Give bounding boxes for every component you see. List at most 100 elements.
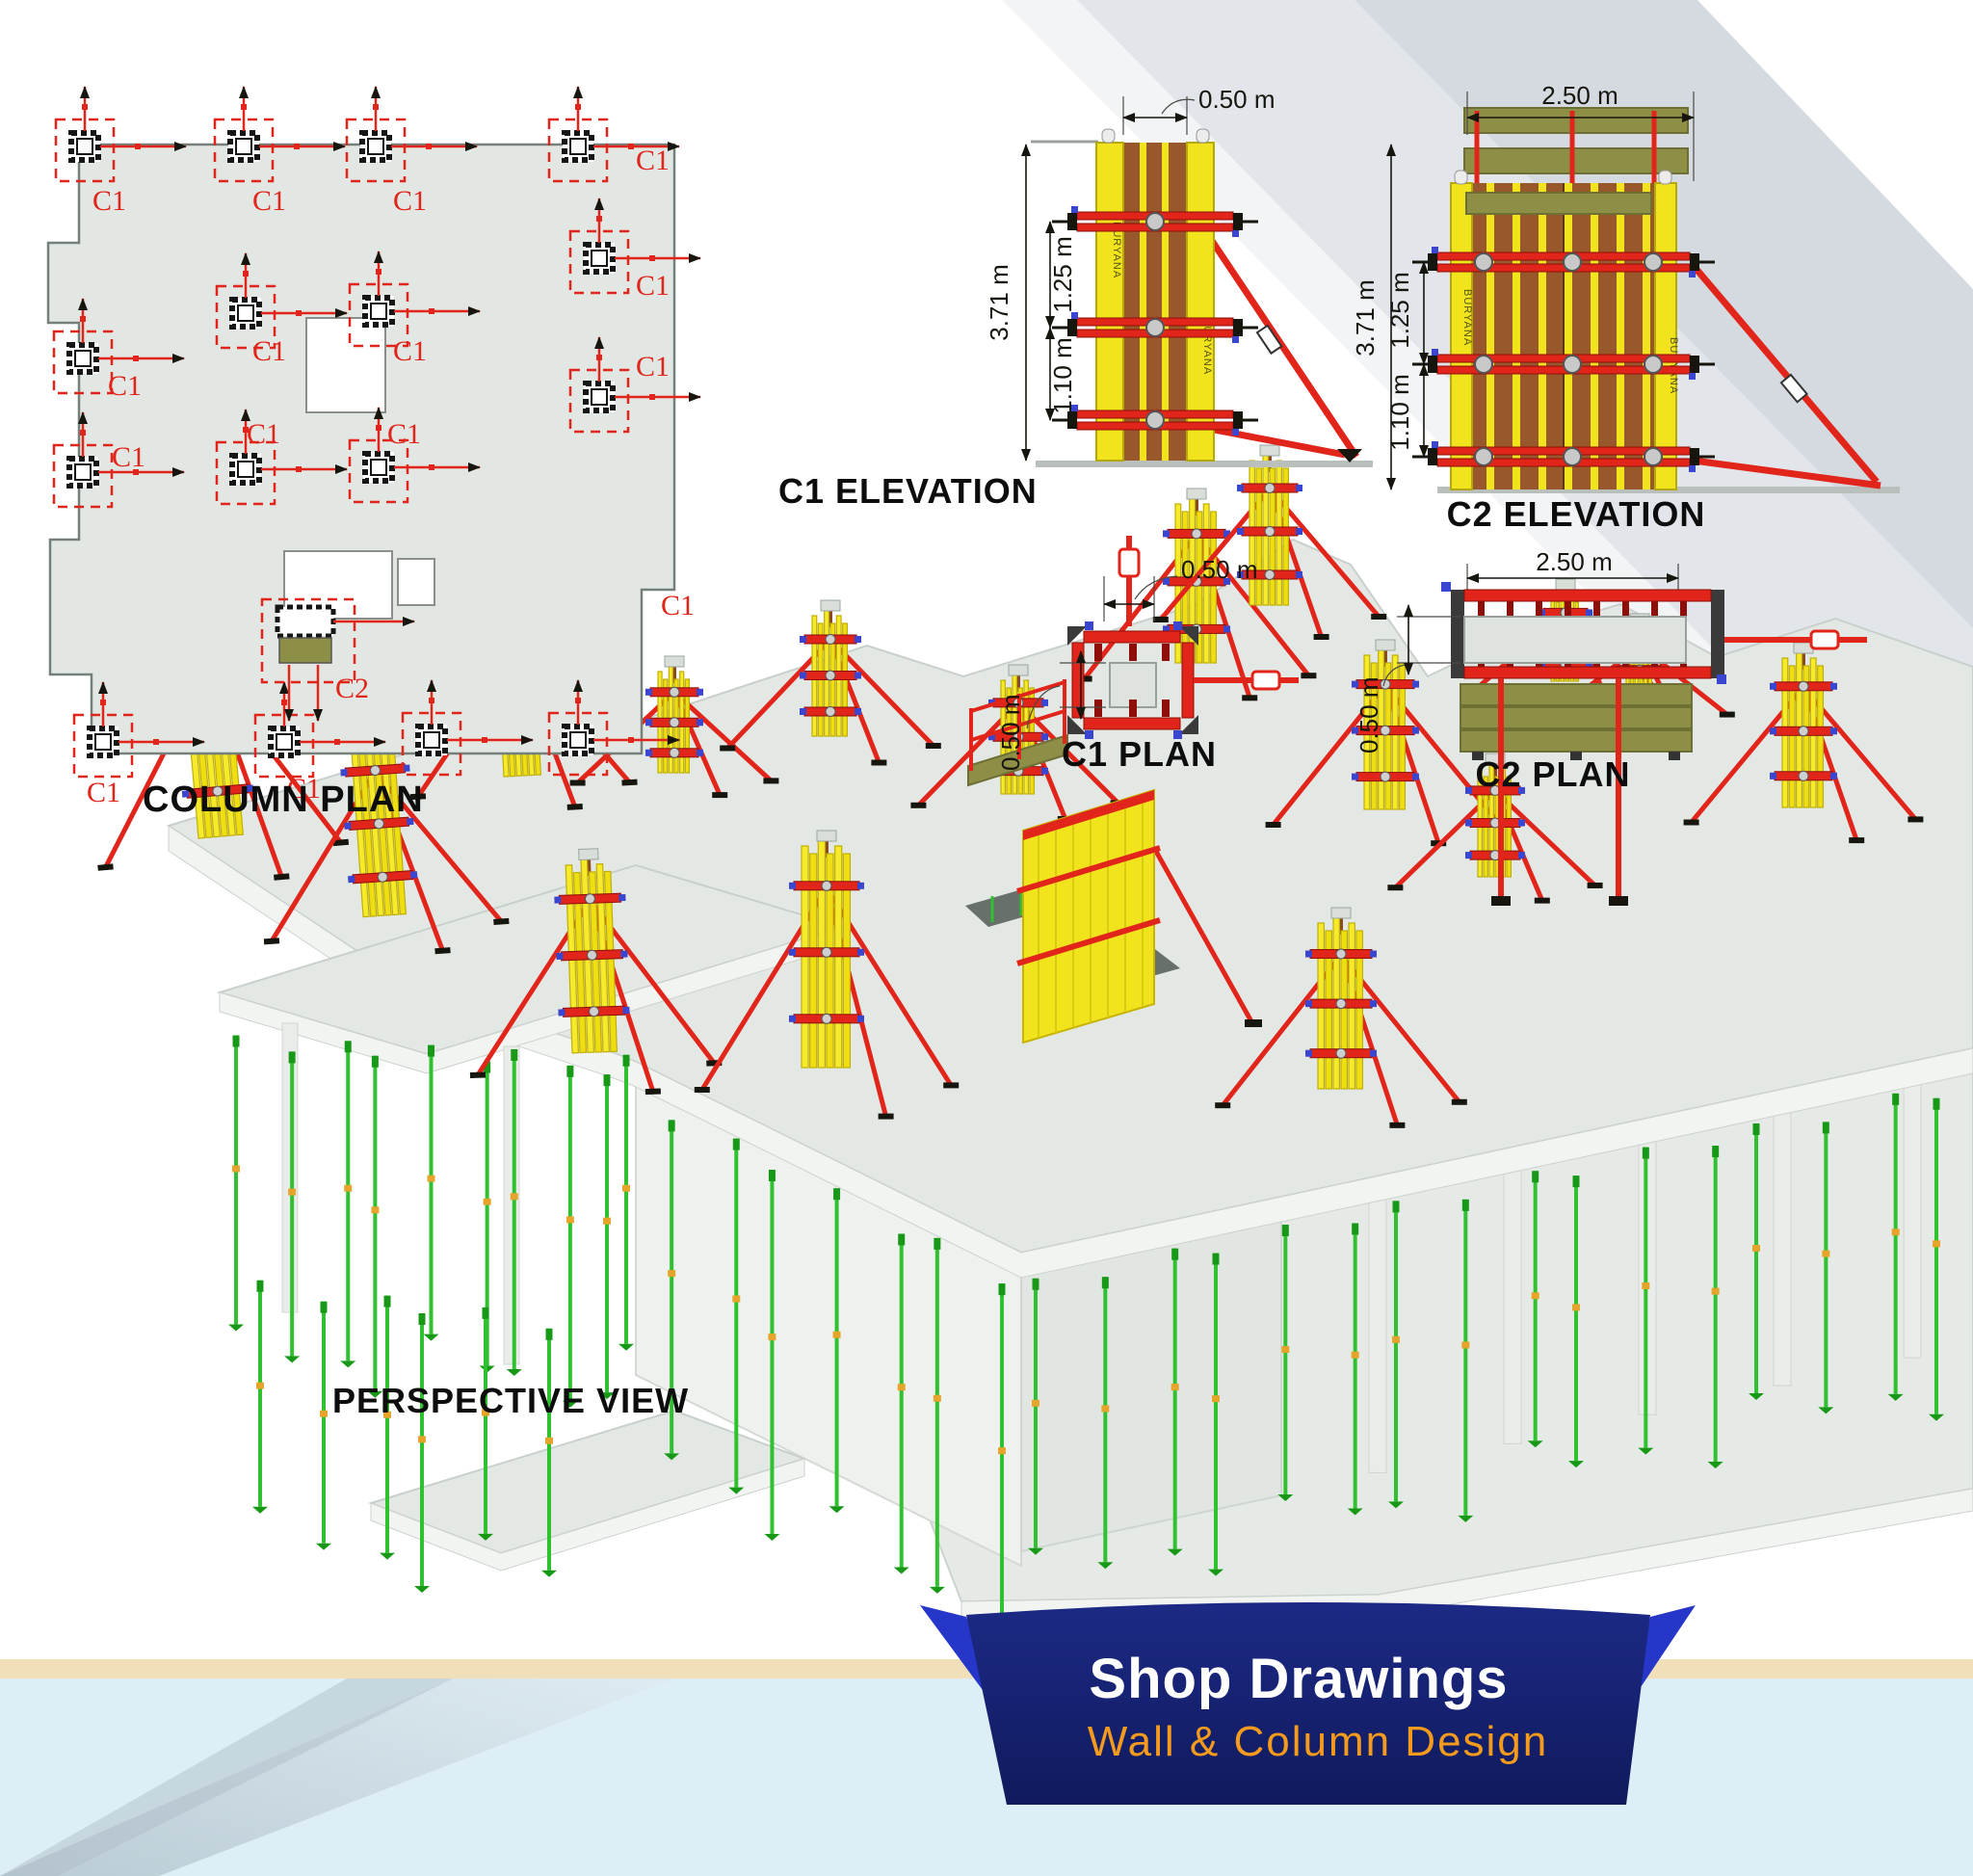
panel-rail-right — [1654, 182, 1677, 490]
column-clamps — [1052, 206, 1258, 436]
shoring-prop — [728, 1138, 745, 1494]
shoring-prop — [284, 1051, 301, 1363]
c1-callout: C1 — [393, 185, 427, 217]
c1-callout: C1 — [636, 351, 670, 383]
wall-walers — [1412, 247, 1715, 472]
c1-callout: C1 — [252, 335, 286, 367]
shoring-prop — [367, 1055, 383, 1398]
c2-plan-title: C2 PLAN — [1475, 754, 1630, 794]
panel-stripe — [1162, 143, 1169, 461]
shoring-prop — [1527, 1171, 1543, 1448]
dim-c1plan-depth: 0.50 m — [996, 695, 1025, 772]
plan-opening — [305, 317, 386, 413]
dim-c1-height: 3.71 m — [985, 264, 1013, 341]
plan-c2-wall: C2 — [260, 597, 415, 722]
clamp-row — [1052, 206, 1258, 237]
c1-callout: C1 — [636, 270, 670, 302]
shoring-prop — [1818, 1122, 1834, 1414]
shoring-prop — [618, 1054, 634, 1351]
concrete-pier — [1773, 1096, 1792, 1387]
c2-plan: 2.50 m 0.50 m C2 PLAN — [1355, 547, 1867, 906]
plan-c1-column — [215, 409, 348, 506]
c1-callout: C1 — [387, 418, 421, 450]
shoring-prop — [1568, 1176, 1584, 1468]
c1-elevation-title: C1 ELEVATION — [778, 471, 1038, 511]
timber-waler — [1463, 147, 1689, 174]
shoring-prop — [1028, 1278, 1043, 1555]
plan-c1-column — [345, 86, 478, 183]
shoring-prop — [1208, 1253, 1223, 1576]
shoring-prop — [228, 1035, 244, 1332]
shoring-prop — [1638, 1147, 1654, 1455]
shoring-prop — [1277, 1225, 1294, 1502]
formwork-tower — [569, 655, 779, 799]
shoring-prop — [252, 1280, 268, 1514]
panel-stripe — [1140, 143, 1146, 461]
shoring-prop — [506, 1048, 522, 1376]
c2-elevation: BURYANA BURYANA 2.50 m 3.71 m 1.25 m 1.1… — [1351, 81, 1900, 534]
brace-anchor — [1337, 449, 1362, 462]
ground-line — [1036, 461, 1373, 467]
plan-c1-column — [547, 679, 680, 777]
tie-sleeve — [1809, 629, 1840, 650]
lifting-lug — [1196, 128, 1210, 144]
shoring-prop — [829, 1188, 845, 1514]
tie-sleeve — [1250, 670, 1281, 691]
plank-foot — [1669, 752, 1680, 760]
tie-hardware — [1491, 896, 1511, 906]
formwork-tower — [720, 599, 941, 766]
plan-c1-column — [348, 251, 481, 348]
plank-foot — [1570, 752, 1582, 760]
shoring-prop — [893, 1233, 909, 1574]
plan-c1-column — [568, 336, 701, 434]
dim-c2-width: 2.50 m — [1541, 81, 1618, 110]
lifting-lug — [1101, 128, 1116, 144]
shoring-prop — [1929, 1097, 1944, 1421]
diagonal-band-bottom — [0, 1678, 453, 1876]
plan-c1-column — [72, 681, 205, 779]
shoring-prop — [1347, 1223, 1363, 1516]
shoring-prop — [316, 1301, 331, 1550]
tie-sleeve — [1118, 547, 1141, 578]
shoring-prop — [1749, 1123, 1764, 1400]
panel-brand-text: BURYANA — [1201, 318, 1213, 375]
plan-c1-column — [348, 407, 481, 504]
shoring-prop — [664, 1120, 680, 1461]
plan-c1-column — [547, 86, 680, 183]
dim-c2plan-width: 2.50 m — [1536, 547, 1613, 576]
c1-plan-title: C1 PLAN — [1062, 734, 1217, 774]
c1-callout: C1 — [636, 145, 670, 176]
banner-fold-right — [1623, 1605, 1696, 1713]
dim-c1-width: 0.50 m — [1198, 85, 1276, 114]
shoring-prop — [340, 1041, 356, 1368]
shoring-prop — [414, 1312, 430, 1593]
formwork-tower — [694, 830, 960, 1120]
c1-plan: 0.50 m 0.50 m C1 PLAN — [996, 536, 1299, 774]
shoring-prop — [478, 1307, 493, 1541]
dim-c2plan-depth: 0.50 m — [1355, 677, 1383, 754]
c1-elevation: BURYANA BURYANA 0.50 m 3.71 m 1.25 m 1.1… — [778, 85, 1373, 511]
clamp-row — [1052, 405, 1258, 436]
upper-slab-thickness — [168, 825, 1973, 1279]
perspective-title: PERSPECTIVE VIEW — [332, 1381, 689, 1420]
banner-ribbon — [966, 1602, 1650, 1805]
dim-c2-height: 3.71 m — [1351, 279, 1380, 357]
diagonal-band-bottom — [0, 1678, 674, 1876]
turnbuckle — [1779, 373, 1809, 404]
dim-c1-spacing-upper: 1.25 m — [1048, 236, 1077, 313]
clamp-row — [1412, 441, 1715, 472]
wing-pier — [281, 1022, 299, 1313]
panel-brand-text: BURYANA — [1111, 222, 1122, 278]
c1-callout: C1 — [252, 185, 286, 217]
formwork-tower — [1265, 639, 1506, 847]
timber-waler — [1465, 192, 1652, 215]
shoring-prop — [1097, 1277, 1114, 1570]
push-pull-prop — [1691, 263, 1880, 485]
dim-c1plan-width: 0.50 m — [1181, 555, 1258, 584]
timber-plank — [1460, 729, 1693, 753]
shoring-prop — [1887, 1093, 1904, 1401]
plan-c1-columns — [52, 86, 701, 779]
